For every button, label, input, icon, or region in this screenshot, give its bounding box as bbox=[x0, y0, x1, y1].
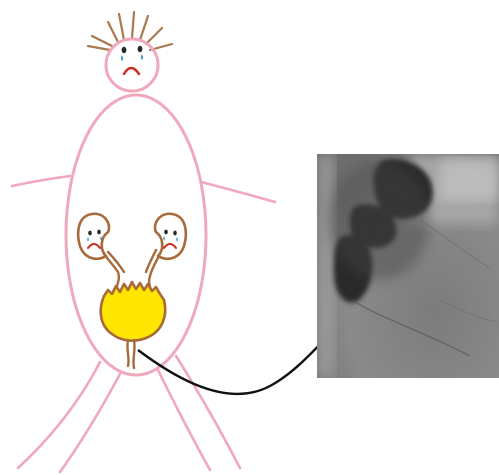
right-kidney-face bbox=[163, 230, 178, 248]
left-leg-inner bbox=[60, 374, 120, 472]
left-kidney-face bbox=[87, 230, 102, 248]
bladder bbox=[101, 282, 165, 341]
right-leg-outer bbox=[176, 356, 240, 468]
right-arm bbox=[201, 182, 275, 202]
head-eyes bbox=[122, 46, 143, 53]
left-kidney bbox=[78, 214, 109, 259]
left-arm bbox=[12, 176, 70, 186]
x-ray-image bbox=[317, 154, 499, 378]
cartoon-figure bbox=[12, 12, 275, 472]
head-frown bbox=[124, 68, 139, 74]
hair-strands bbox=[88, 12, 172, 50]
left-leg-outer bbox=[18, 362, 100, 468]
head bbox=[106, 39, 158, 91]
left-ureter bbox=[104, 252, 124, 288]
right-leg-inner bbox=[158, 370, 210, 470]
urethra bbox=[127, 340, 134, 368]
right-kidney bbox=[155, 214, 186, 259]
head-tears bbox=[121, 54, 143, 61]
